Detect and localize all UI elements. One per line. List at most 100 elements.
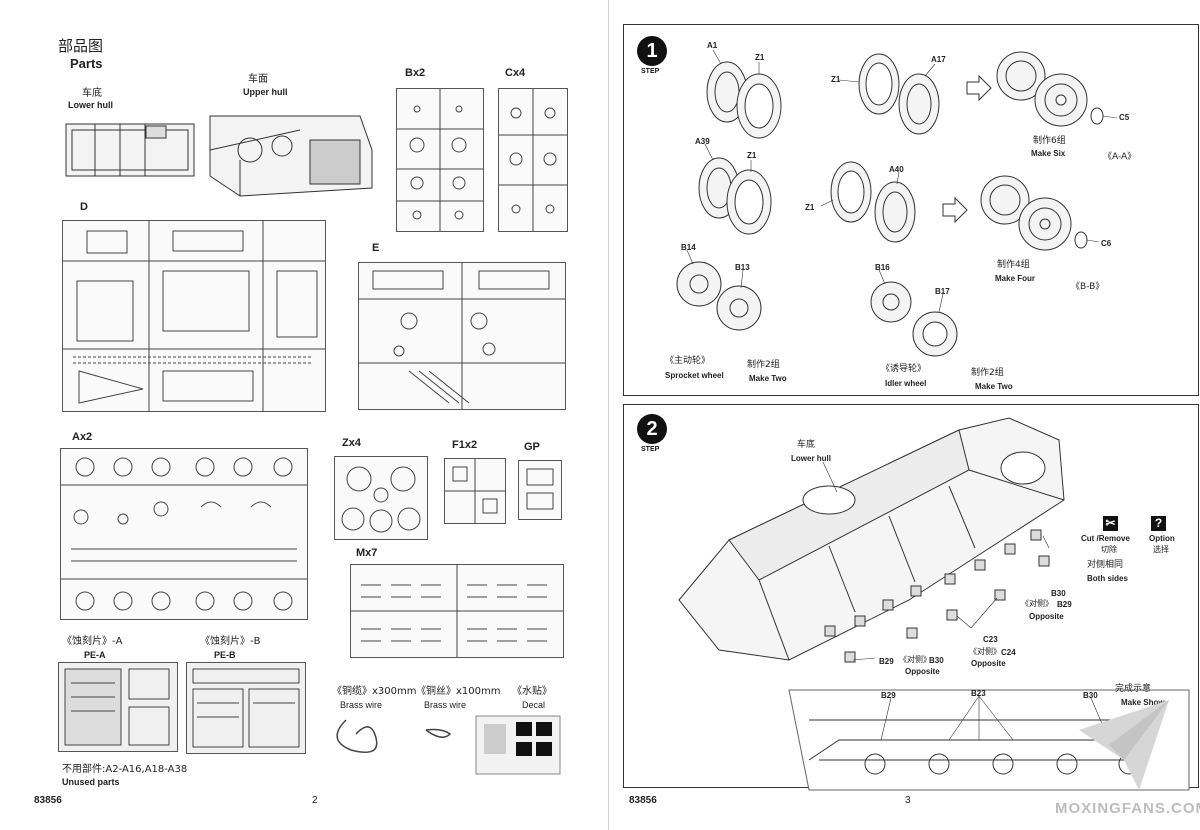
section-bb: 《B-B》: [1071, 282, 1105, 292]
sprocket-b13: [716, 285, 762, 331]
idler-label-cn: 《诱导轮》: [881, 364, 927, 374]
opposite-b30-cn: 《对侧》: [899, 655, 931, 664]
label-c24: C24: [1001, 648, 1016, 657]
label-z1-d: Z1: [805, 203, 815, 212]
label-a39: A39: [695, 137, 710, 146]
lower-hull-drawing: [65, 123, 195, 177]
step-2-badge: 2: [637, 414, 667, 444]
label-b29-left: B29: [879, 657, 894, 666]
pe-a-label: PE-A: [84, 650, 106, 660]
show-label-b29: B29: [881, 691, 896, 700]
label-b17: B17: [935, 287, 950, 296]
brass-wire-100-coil: [425, 728, 452, 738]
label-a40: A40: [889, 165, 904, 174]
make-show-cn: 完成示意: [1115, 684, 1152, 694]
label-b14: B14: [681, 243, 696, 252]
lower-hull-label-cn: 车底: [82, 88, 102, 99]
sprue-label-e: E: [372, 242, 380, 254]
arrow-right-icon: [966, 74, 992, 102]
sprue-label-b: Bx2: [405, 67, 426, 79]
sprocket-b14: [676, 261, 722, 307]
label-z1-c: Z1: [747, 151, 757, 160]
parts-title-en: Parts: [70, 56, 103, 71]
sprue-label-m: Mx7: [356, 547, 378, 559]
opposite-mid-en: Opposite: [971, 659, 1006, 668]
step-2-drawings: [678, 417, 1190, 791]
idler-label-en: Idler wheel: [885, 379, 927, 388]
step2-lower-hull-cn: 车底: [797, 440, 816, 450]
step-1-drawings: [676, 49, 1118, 357]
step-1-badge: 1: [637, 36, 667, 66]
make-six-en: Make Six: [1031, 149, 1066, 158]
label-b30-left: B30: [929, 656, 944, 665]
label-a17: A17: [931, 55, 946, 64]
opposite-b29-cn: 《对侧》: [1021, 599, 1053, 608]
opposite-c24-cn: 《对侧》: [969, 647, 1001, 656]
sprue-gp-frame: [518, 460, 562, 520]
cut-remove-cn: 切除: [1101, 545, 1117, 554]
sprue-label-d: D: [80, 201, 88, 213]
upper-hull-label-cn: 车面: [248, 74, 268, 85]
watermark-logo: [1079, 700, 1169, 790]
label-c6: C6: [1101, 239, 1112, 248]
make-two-b-cn: 制作2组: [971, 368, 1004, 378]
label-b30-top: B30: [1051, 589, 1066, 598]
left-page: 部品图 Parts 车底 Lower hull 车面 Upper hull Bx…: [0, 0, 609, 830]
show-label-b30: B30: [1083, 691, 1098, 700]
option-icon: ?: [1151, 516, 1166, 531]
opposite-right-en: Opposite: [1029, 612, 1064, 621]
sprue-a-frame: [60, 448, 308, 620]
decal-label-cn: 《水贴》: [512, 686, 552, 697]
step-2-word: STEP: [641, 446, 660, 453]
brass-wire-100-label-en: Brass wire: [424, 700, 467, 710]
left-page-drawings: [65, 115, 373, 197]
pe-b-label: PE-B: [214, 650, 236, 660]
pe-b-fret: [186, 662, 306, 754]
step2-lower-hull-en: Lower hull: [791, 454, 831, 463]
page-number-right: 3: [905, 795, 911, 806]
sprue-label-z: Zx4: [342, 437, 361, 449]
wheel-a17: [898, 73, 940, 135]
make-two-b-en: Make Two: [975, 382, 1013, 391]
sprue-d-frame: [62, 220, 326, 412]
parts-title-cn: 部品图: [58, 37, 104, 55]
step-1-panel: [623, 24, 1199, 396]
decal-label-en: Decal: [522, 700, 546, 710]
sprue-label-gp: GP: [524, 441, 540, 453]
option-en: Option: [1149, 534, 1175, 543]
make-four-en: Make Four: [995, 274, 1036, 283]
unused-parts-label-en: Unused parts: [62, 777, 120, 787]
wheel-a40: [874, 181, 916, 243]
pe-a-fret: [58, 662, 178, 752]
opposite-left-en: Opposite: [905, 667, 940, 676]
step-1-word: STEP: [641, 68, 660, 75]
sprue-e-frame: [358, 262, 566, 410]
kit-number-right: 83856: [629, 795, 657, 806]
cut-remove-en: Cut /Remove: [1081, 534, 1130, 543]
make-four-cn: 制作4组: [997, 260, 1030, 270]
label-b16: B16: [875, 263, 890, 272]
sprue-label-f1: F1x2: [452, 439, 478, 451]
upper-hull-label-en: Upper hull: [243, 87, 288, 97]
sprue-f1-frame: [444, 458, 506, 524]
right-page: 1 STEP: [609, 0, 1200, 830]
option-cn: 选择: [1153, 545, 1169, 554]
lower-hull-label-en: Lower hull: [68, 100, 113, 110]
make-show-en: Make Show: [1121, 698, 1165, 707]
label-z1-b: Z1: [831, 75, 841, 84]
sprue-label-c: Cx4: [505, 67, 526, 79]
sprocket-label-cn: 《主动轮》: [665, 356, 711, 366]
pe-a-label-cn: 《蚀刻片》-A: [62, 636, 123, 647]
unused-parts-label-cn: 不用部件:A2-A16,A18-A38: [62, 764, 188, 775]
label-b13: B13: [735, 263, 750, 272]
show-label-b23: B23: [971, 689, 986, 698]
label-c5: C5: [1119, 113, 1130, 122]
label-z1-a: Z1: [755, 53, 765, 62]
brass-wire-300-coil: [336, 719, 378, 753]
arrow-right-icon-2: [942, 196, 968, 224]
sprue-b-frame: [396, 88, 484, 232]
page-number-left: 2: [312, 795, 318, 806]
sprue-m-frame: [350, 564, 564, 658]
make-two-a-cn: 制作2组: [747, 360, 780, 370]
cut-remove-icon: ✂: [1103, 516, 1118, 531]
